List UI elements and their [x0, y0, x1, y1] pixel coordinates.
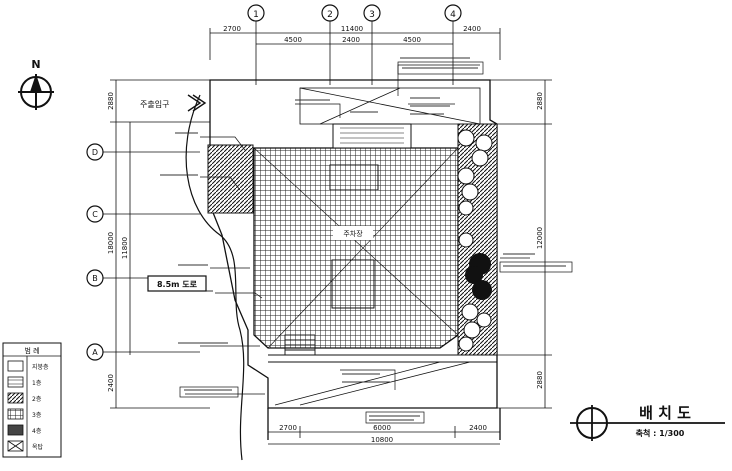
legend-swatch-4f	[7, 424, 24, 436]
site-boundary	[209, 79, 501, 440]
lower-yard	[274, 361, 471, 406]
title-block: 배 치 도 축척 : 1/300	[570, 404, 725, 441]
right-dim-2880a: 2880	[536, 92, 544, 110]
center-label: 주차장	[343, 229, 363, 238]
callout-boxes	[179, 61, 573, 424]
column-marker-3: 3	[369, 10, 375, 20]
left-dim-2400: 2400	[107, 374, 115, 392]
left-dim-11800: 11800	[121, 237, 129, 259]
main-entrance-label: 주출입구	[140, 99, 169, 109]
building-footprint: 주차장	[207, 123, 459, 349]
column-marker-2: 2	[327, 10, 333, 20]
top-dim-2400: 2400	[463, 25, 481, 33]
right-dim-2880b: 2880	[536, 371, 544, 389]
column-marker-1: 1	[253, 10, 259, 20]
bottom-dim-6000: 6000	[373, 424, 391, 432]
row-markers: D C B A	[86, 143, 104, 361]
bottom-dim-10800: 10800	[371, 436, 393, 444]
top-dim-2700: 2700	[223, 25, 241, 33]
upper-yard	[299, 87, 481, 125]
main-entrance-marker: 주출입구	[140, 94, 207, 112]
legend-item-3f: 3층	[32, 411, 42, 419]
top-dim-4500b: 4500	[403, 36, 421, 44]
legend-header: 범 례	[24, 346, 39, 355]
landscape-strip	[457, 123, 498, 356]
legend-item-roof: 지붕층	[32, 363, 49, 371]
legend-swatch-3f	[7, 408, 24, 420]
column-markers: 1 2 3 4	[247, 4, 462, 22]
legend: 범 례 지붕층 1층 2층 3층 4층 옥탑	[2, 342, 62, 458]
road-label: 8.5m 도로	[147, 275, 207, 292]
legend-swatch-1f	[7, 376, 24, 388]
legend-swatch-roof	[7, 360, 24, 372]
callout-scribbles	[160, 57, 566, 421]
legend-item-4f: 4층	[32, 427, 42, 435]
left-dim-18000: 18000	[107, 232, 115, 254]
road-edge-curve	[185, 94, 245, 461]
right-dim-12000: 12000	[536, 227, 544, 249]
north-label: N	[31, 58, 40, 71]
legend-item-2f: 2층	[32, 395, 42, 403]
row-marker-A: A	[92, 348, 98, 357]
top-dim-4500a: 4500	[284, 36, 302, 44]
right-dimensions	[490, 79, 552, 409]
top-dimensions	[209, 21, 501, 85]
left-dimensions	[103, 79, 210, 409]
top-dim-11400: 11400	[341, 25, 363, 33]
top-dim-2400b: 2400	[342, 36, 360, 44]
north-arrow: N	[18, 58, 54, 110]
drawing-title: 배 치 도	[639, 404, 691, 422]
row-marker-C: C	[92, 210, 98, 219]
left-dim-2880: 2880	[107, 92, 115, 110]
legend-item-penthouse: 옥탑	[32, 443, 44, 451]
legend-swatch-2f	[7, 392, 24, 404]
legend-item-1f: 1층	[32, 379, 42, 387]
road-label-text: 8.5m 도로	[157, 280, 198, 289]
bottom-dim-2400: 2400	[469, 424, 487, 432]
row-marker-D: D	[92, 148, 98, 157]
drawing-scale: 축척 : 1/300	[636, 428, 685, 438]
bottom-dimensions	[268, 426, 500, 445]
row-marker-B: B	[92, 274, 98, 283]
bottom-dim-2700: 2700	[279, 424, 297, 432]
column-marker-4: 4	[450, 10, 456, 20]
